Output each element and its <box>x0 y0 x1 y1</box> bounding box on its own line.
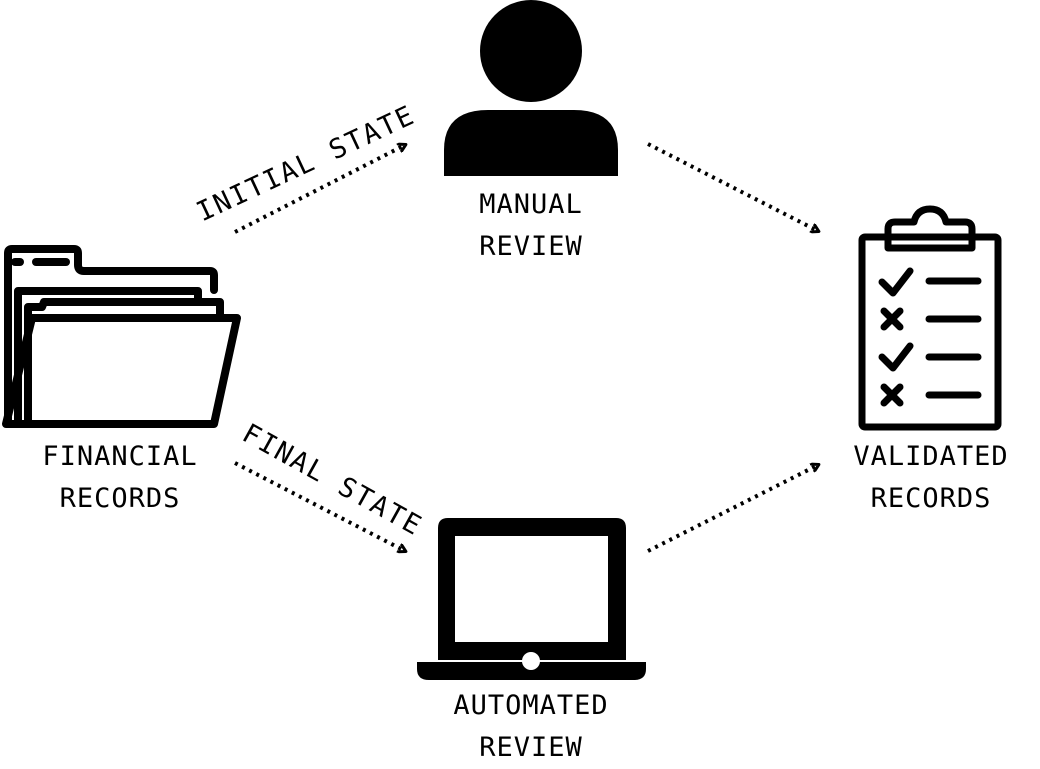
financial-records-label-line1: FINANCIAL <box>42 441 198 472</box>
validated-records-label-line2: RECORDS <box>870 483 992 514</box>
checklist-clipboard-icon <box>858 205 1002 431</box>
automated-review-label-line2: REVIEW <box>479 732 583 763</box>
laptop-icon <box>417 518 646 680</box>
arrow-manual-to-validated <box>647 142 818 231</box>
financial-records-label: FINANCIAL RECORDS <box>0 436 240 520</box>
automated-review-label: AUTOMATED REVIEW <box>411 685 651 769</box>
arrow-automated-to-validated <box>647 465 818 553</box>
folder-icon <box>2 245 241 428</box>
person-icon <box>444 0 618 176</box>
financial-records-label-line2: RECORDS <box>59 483 181 514</box>
manual-review-label: MANUAL REVIEW <box>411 184 651 268</box>
automated-review-label-line1: AUTOMATED <box>453 690 609 721</box>
manual-review-label-line1: MANUAL <box>479 189 583 220</box>
manual-review-label-line2: REVIEW <box>479 231 583 262</box>
validated-records-label-line1: VALIDATED <box>853 441 1009 472</box>
validated-records-label: VALIDATED RECORDS <box>811 436 1040 520</box>
